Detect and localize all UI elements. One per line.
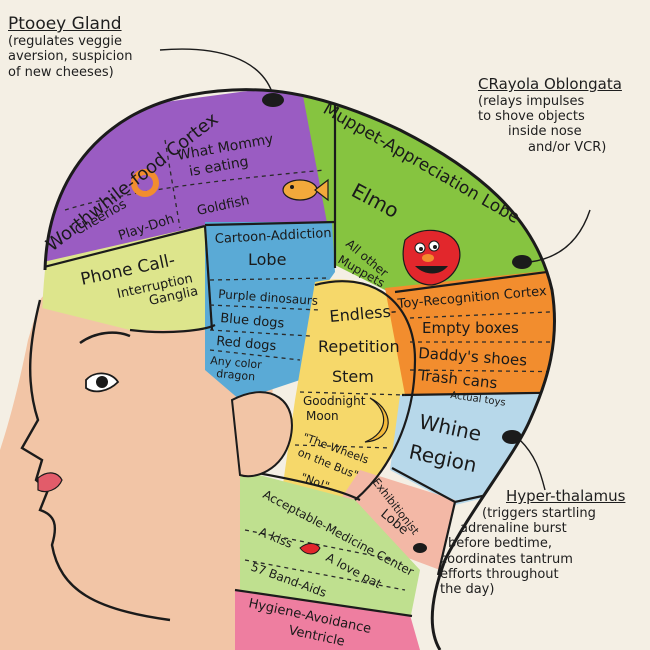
hyper-line-2: adrenaline burst xyxy=(460,521,567,537)
goodnight-label: Goodnight xyxy=(303,394,366,408)
empty-boxes-label: Empty boxes xyxy=(422,319,519,337)
kiss-lips-icon xyxy=(299,543,321,555)
lips xyxy=(37,472,63,493)
purple-dinosaurs-label: Purple dinosaurs xyxy=(218,287,319,308)
hyper-line-3: before bedtime, xyxy=(448,536,552,552)
region-cartoon-addiction-lobe xyxy=(205,222,335,400)
ptooey-gland-icon xyxy=(262,93,284,107)
eyebrow xyxy=(79,331,131,345)
moon-icon xyxy=(364,397,389,443)
head-outline xyxy=(43,88,556,650)
ptooey-title: Ptooey Gland xyxy=(8,14,122,34)
hyper-thalamus-annotation: Hyper-thalamus (triggers startling adren… xyxy=(440,487,626,598)
crayola-line-1: (relays impulses xyxy=(478,93,585,109)
ptooey-line-3: of new cheeses) xyxy=(8,64,114,80)
hyper-leader xyxy=(519,439,546,491)
eye-pupil xyxy=(96,376,108,388)
moon-label: Moon xyxy=(306,409,339,423)
crayola-line-4: and/or VCR) xyxy=(528,139,607,155)
region-endless-repetition-stem xyxy=(280,279,415,505)
ptooey-line-1: (regulates veggie xyxy=(8,34,123,50)
endless-title3: Stem xyxy=(332,367,374,386)
crayola-oblongata-icon xyxy=(512,255,532,269)
hyper-line-5: efforts throughout xyxy=(440,567,559,582)
ptooey-leader xyxy=(159,48,273,93)
ptooey-gland-annotation: Ptooey Gland (regulates veggie aversion,… xyxy=(8,14,132,80)
region-exhibitionist-lobe xyxy=(340,470,455,570)
cheerio-icon xyxy=(131,169,159,197)
hyper-title: Hyper-thalamus xyxy=(506,487,626,505)
region-acceptable-medicine-center xyxy=(240,470,420,620)
hyper-line-4: coordinates tantrum xyxy=(440,551,573,567)
crayola-line-3: inside nose xyxy=(508,124,582,140)
blue-dogs-label: Blue dogs xyxy=(220,311,285,332)
region-phone-call-ganglia xyxy=(42,225,215,330)
hyper-thalamus-icon xyxy=(502,430,522,444)
crayola-oblongata-annotation: CRayola Oblongata (relays impulses to sh… xyxy=(478,75,622,155)
exhibitionist-icon xyxy=(413,543,427,553)
crayola-leader xyxy=(529,209,591,263)
crayola-title: CRayola Oblongata xyxy=(478,75,622,93)
hyper-line-1: (triggers startling xyxy=(482,505,596,521)
face-skin xyxy=(0,277,273,650)
elmo-icon xyxy=(402,229,461,286)
face-profile xyxy=(20,299,171,622)
red-dogs-label: Red dogs xyxy=(216,334,277,354)
any-color-label: Any color xyxy=(210,354,263,371)
crayola-line-2: to shove objects xyxy=(478,109,585,125)
goldfish-icon xyxy=(282,178,329,202)
region-hygiene-avoidance-ventricle xyxy=(235,590,420,650)
ear xyxy=(230,391,293,478)
endless-title2: Repetition xyxy=(318,337,400,356)
dragon-label: dragon xyxy=(216,367,256,383)
hyper-line-6: the day) xyxy=(440,582,495,598)
cartoon-title: Cartoon-Addiction xyxy=(214,226,331,247)
cartoon-title2: Lobe xyxy=(248,250,286,269)
ptooey-line-2: aversion, suspicion xyxy=(8,49,133,65)
